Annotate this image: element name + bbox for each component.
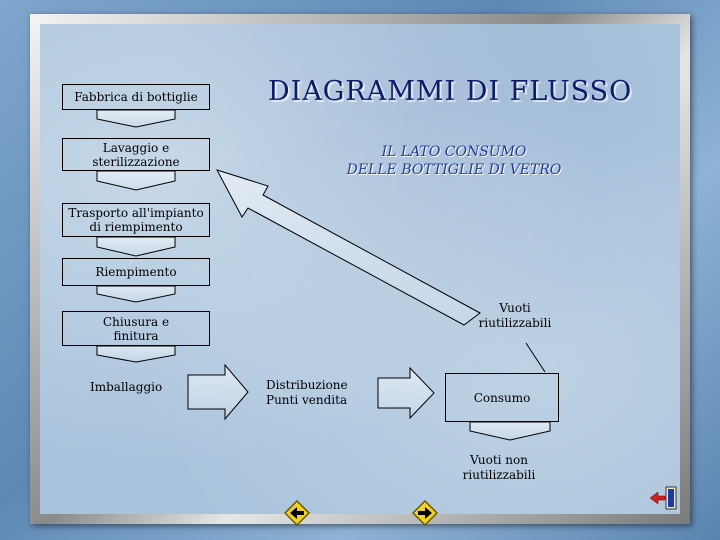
node-nonreusable-empties: Vuoti non riutilizzabili [462, 453, 536, 482]
arrow-right-icon [412, 500, 438, 526]
node-transport: Trasporto all'impianto di riempimento [62, 203, 210, 237]
prev-slide-button[interactable] [284, 500, 310, 526]
node-bottle-factory: Fabbrica di bottiglie [62, 84, 210, 110]
exit-button[interactable] [648, 485, 678, 511]
next-slide-button[interactable] [412, 500, 438, 526]
slide-panel [40, 24, 680, 514]
down-arrow-4 [96, 285, 176, 303]
down-arrow-5 [96, 345, 176, 363]
down-arrow-3 [96, 236, 176, 257]
arrow-left-icon [284, 500, 310, 526]
node-reusable-empties: Vuoti riutilizzabili [478, 301, 552, 330]
right-arrow-1 [187, 363, 249, 421]
page-title: DIAGRAMMI DI FLUSSO [268, 76, 633, 107]
node-washing: Lavaggio e sterilizzazione [62, 138, 210, 171]
down-arrow-2 [96, 170, 176, 191]
return-arrow [215, 169, 481, 326]
right-arrow-2 [377, 366, 435, 420]
down-arrow-6 [469, 421, 551, 441]
page-subtitle: IL LATO CONSUMO DELLE BOTTIGLIE DI VETRO [346, 144, 562, 178]
node-closing: Chiusura e finitura [62, 311, 210, 346]
down-arrow-1 [96, 109, 176, 128]
exit-door-icon [649, 486, 677, 510]
node-packaging: Imballaggio [90, 380, 163, 394]
node-filling: Riempimento [62, 258, 210, 286]
node-distribution: Distribuzione Punti vendita [266, 378, 348, 407]
node-consumption: Consumo [445, 373, 559, 422]
